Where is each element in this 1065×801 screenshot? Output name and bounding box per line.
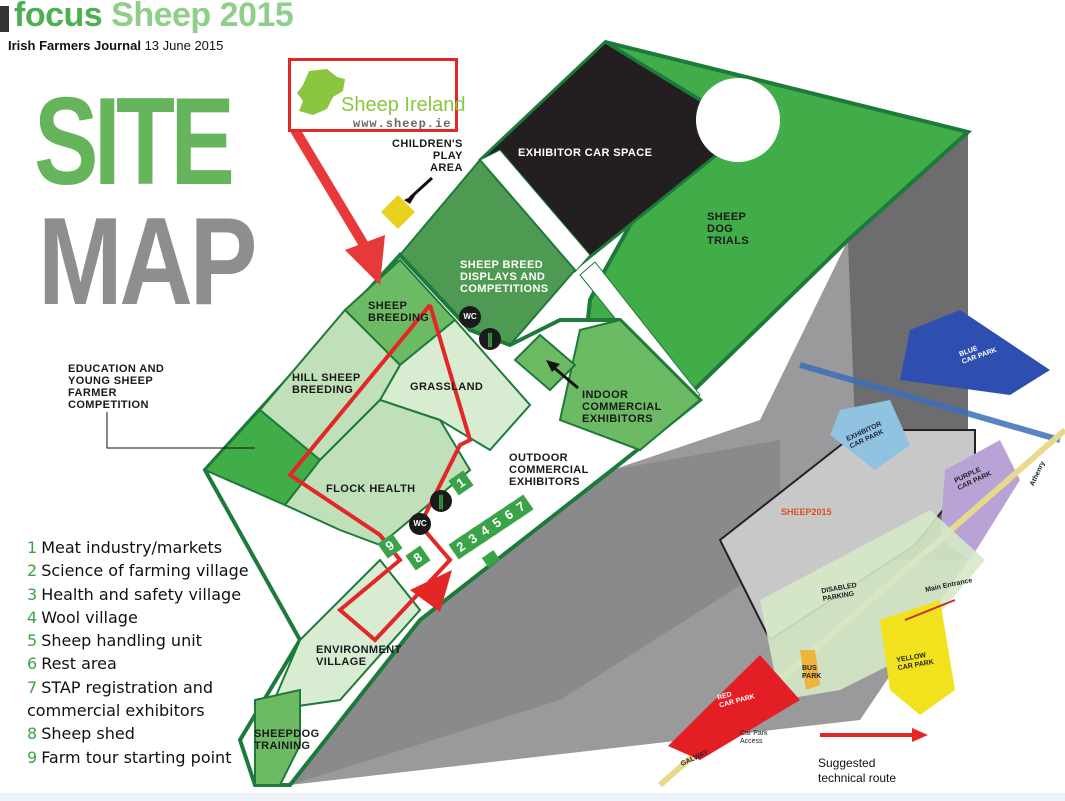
section-title: Sheep 2015 xyxy=(111,0,294,34)
label-exhibitor-car-space: EXHIBITOR CAR SPACE xyxy=(518,147,653,159)
wc-icon[interactable]: WC xyxy=(459,306,481,328)
inset-sheep-logo: SHEEP2015 xyxy=(781,507,832,517)
cutlery-icon[interactable]: ∥ xyxy=(479,328,501,350)
map-grey-floor xyxy=(290,440,780,785)
title-map: MAP xyxy=(38,193,257,331)
inset-yellow-car-park xyxy=(880,600,955,715)
inset-red-car-park xyxy=(668,655,800,760)
publication-line: Irish Farmers Journal 13 June 2015 xyxy=(8,38,223,53)
suggested-route xyxy=(287,303,473,643)
cutlery-icon[interactable]: ∥ xyxy=(430,490,452,512)
label-grassland: GRASSLAND xyxy=(410,381,484,393)
publication-name: Irish Farmers Journal xyxy=(8,38,141,53)
publication-date: 13 June 2015 xyxy=(144,38,224,53)
ireland-map-icon xyxy=(297,69,345,115)
indoor-building xyxy=(513,333,577,392)
route-key-label: Suggested technical route xyxy=(818,756,897,785)
inset-blue-car-park xyxy=(900,310,1050,395)
label-education-young-farmer: EDUCATION AND YOUNG SHEEP FARMER COMPETI… xyxy=(68,363,165,411)
logo-arrow xyxy=(290,127,375,258)
inset-label-bus-park: BUS PARK xyxy=(802,665,822,680)
label-outdoor-commercial-exhibitors: OUTDOOR COMMERCIAL EXHIBITORS xyxy=(509,452,589,488)
logo-name: Sheep Ireland xyxy=(341,94,466,116)
zone-indoor-commercial-exhibitors xyxy=(558,318,702,452)
inset-bus-park xyxy=(800,650,820,690)
label-hill-sheep-breeding: HILL SHEEP BREEDING xyxy=(292,372,361,396)
label-flock-health: FLOCK HEALTH xyxy=(326,483,416,495)
wc-icon[interactable]: WC xyxy=(409,513,431,535)
section-header: focus Sheep 2015 xyxy=(14,0,294,35)
title-site: SITE xyxy=(34,73,235,211)
play-area xyxy=(381,195,415,229)
logo-url[interactable]: www.sheep.ie xyxy=(353,117,452,131)
label-sheep-breeding: SHEEP BREEDING xyxy=(368,300,430,324)
tree-cluster xyxy=(696,78,780,162)
zone-flock-health xyxy=(283,398,472,547)
label-sheep-breed-displays: SHEEP BREED DISPLAYS AND COMPETITIONS xyxy=(460,259,549,295)
section-prefix: focus xyxy=(14,0,103,34)
zone-sheepdog-training xyxy=(254,688,301,786)
route-key-arrow xyxy=(912,728,928,742)
sheep-ireland-logo[interactable]: Sheep Ireland www.sheep.ie xyxy=(288,58,466,132)
label-environment-village: ENVIRONMENT VILLAGE xyxy=(316,644,402,668)
label-sheep-dog-trials: SHEEP DOG TRIALS xyxy=(707,211,750,247)
inset-label-car-park-access: Car Park Access xyxy=(740,730,768,745)
page-edge-marker xyxy=(0,6,9,32)
inset-exhibitor-car-park xyxy=(830,400,910,470)
label-sheepdog-training: SHEEPDOG TRAINING xyxy=(254,728,320,752)
inset-purple-car-park xyxy=(940,440,1020,560)
legend-item: commercial exhibitors xyxy=(27,701,205,721)
inset-grounds xyxy=(760,510,985,700)
label-indoor-commercial-exhibitors: INDOOR COMMERCIAL EXHIBITORS xyxy=(582,389,662,425)
label-childrens-play-area: CHILDREN'S PLAY AREA xyxy=(392,138,463,174)
play-area-pointer xyxy=(408,176,434,200)
